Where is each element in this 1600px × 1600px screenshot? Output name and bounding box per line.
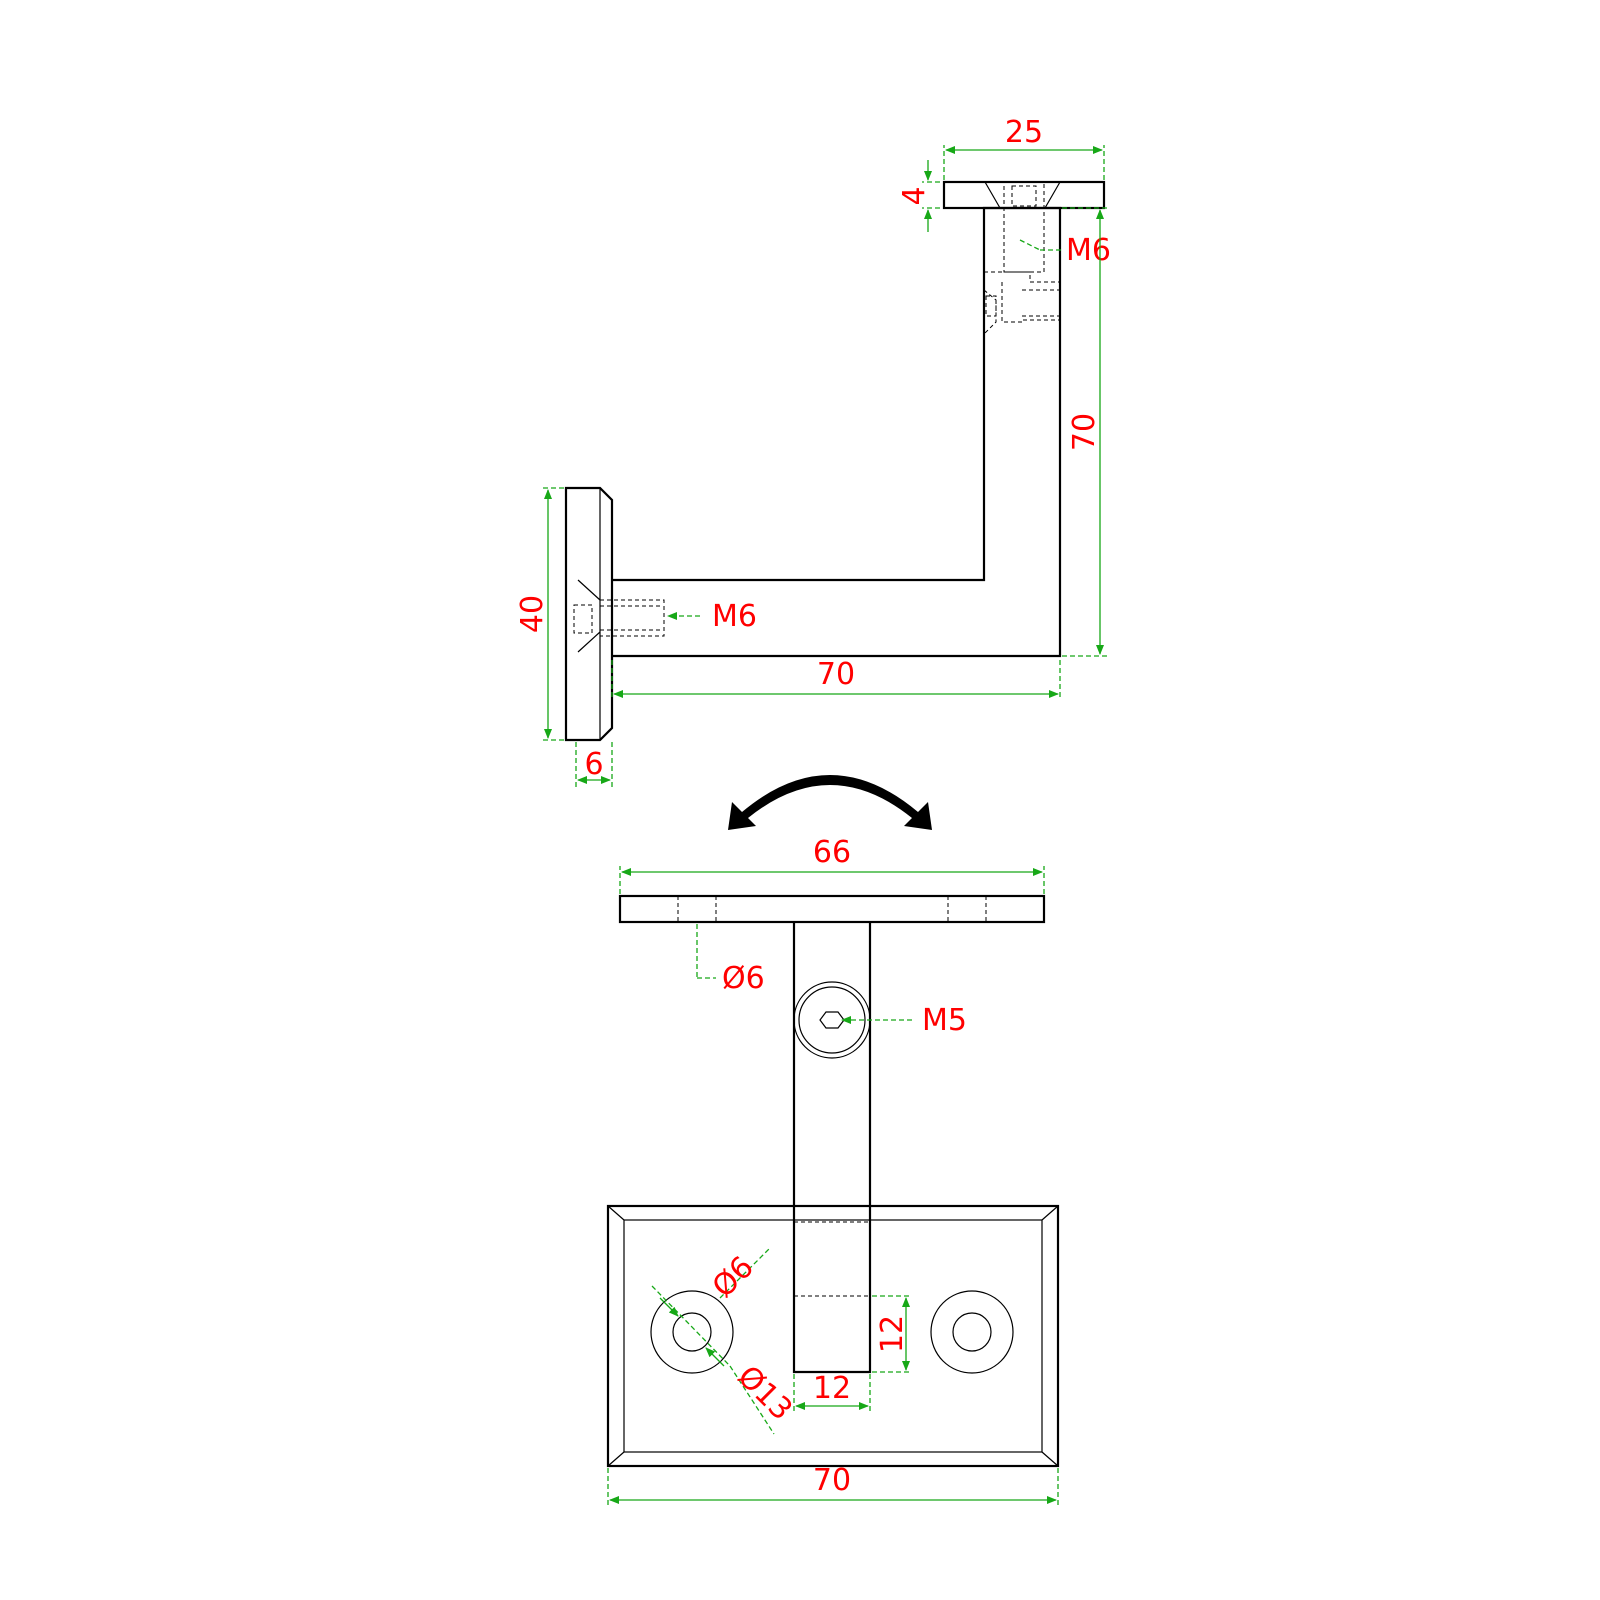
dim-bar-width: 12	[813, 1371, 851, 1406]
pivot-screw	[793, 981, 871, 1059]
saddle-plate	[618, 894, 1046, 924]
hex-socket-icon	[819, 1011, 845, 1029]
dim-top-plate-thickness: 4	[897, 186, 932, 205]
rotation-arrow-icon	[728, 775, 932, 830]
label-wall-thread: M6	[712, 599, 757, 634]
side-view: 25 4 M6 70 40 M6 70 6	[515, 115, 1111, 788]
right-mounting-hole	[930, 1290, 1014, 1374]
label-top-thread: M6	[1066, 233, 1111, 268]
l-arm	[612, 206, 1062, 658]
dim-countersink-inner: Ø6	[706, 1250, 761, 1305]
dim-wall-plate-height: 40	[515, 595, 550, 633]
base-plate	[606, 1204, 1060, 1468]
dim-top-plate-width: 25	[1005, 115, 1043, 150]
dim-saddle-width: 66	[813, 835, 851, 870]
label-saddle-hole: Ø6	[722, 961, 765, 996]
left-mounting-hole	[650, 1290, 734, 1374]
wall-plate	[564, 486, 614, 742]
dim-countersink-outer: Ø13	[730, 1359, 798, 1427]
dim-base-width: 70	[813, 1463, 851, 1498]
wall-thread-hidden	[599, 599, 665, 637]
dim-bar-depth: 12	[875, 1315, 910, 1353]
bottom-view: 66 Ø6 M5 Ø6 Ø13 12 12 70	[606, 835, 1060, 1506]
dim-wall-plate-thickness: 6	[584, 747, 603, 782]
dim-horizontal-arm: 70	[817, 657, 855, 692]
dim-vertical-arm: 70	[1067, 413, 1102, 451]
top-plate	[942, 180, 1106, 210]
label-pivot-screw: M5	[922, 1003, 967, 1038]
support-bar	[792, 922, 872, 1374]
